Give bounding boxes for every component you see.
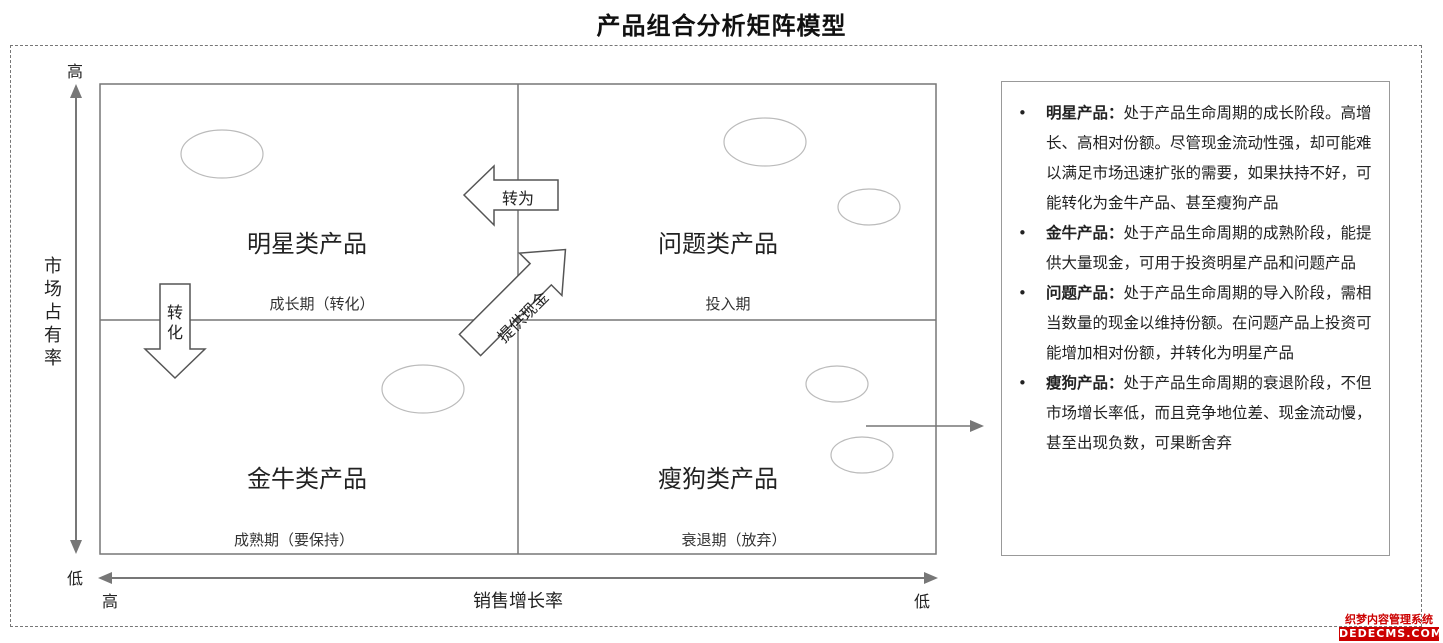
bullet-icon: •	[1018, 104, 1027, 122]
description-heading: 瘦狗产品：	[1046, 374, 1124, 392]
product-bubble	[180, 129, 264, 179]
description-heading: 金牛产品：	[1046, 224, 1124, 242]
connector-arrow-head-icon	[970, 420, 984, 432]
quadrant-star-title: 明星类产品	[247, 230, 367, 258]
quadrant-question-stage: 投入期	[705, 295, 751, 313]
description-text: 处于产品生命周期的衰退阶段，不但市场增长率低，而且竞争地位差、现金流动慢，甚至出…	[1046, 374, 1372, 452]
watermark: 织梦内容管理系统 DEDECMS.COM	[1339, 613, 1443, 641]
y-axis-title: 市场占有率	[44, 256, 62, 369]
product-bubble	[830, 436, 894, 474]
y-axis-arrow-down-icon	[70, 540, 82, 554]
watermark-line1: 织梦内容管理系统	[1345, 613, 1433, 626]
description-item-question: • 问题产品：处于产品生命周期的导入阶段，需相当数量的现金以维持份额。在问题产品上…	[1018, 278, 1375, 368]
watermark-line2: DEDECMS.COM	[1339, 627, 1443, 641]
description-heading: 问题产品：	[1046, 284, 1124, 302]
description-text: 处于产品生命周期的成长阶段。高增长、高相对份额。尽管现金流动性强，却可能难以满足…	[1046, 104, 1372, 212]
outer-dashed-frame	[10, 45, 1422, 627]
convert-down-arrow-icon	[143, 283, 207, 380]
y-axis-arrow-up-icon	[70, 84, 82, 98]
convert-left-arrow-icon	[462, 164, 559, 227]
product-bubble	[723, 117, 807, 167]
description-item-dog: • 瘦狗产品：处于产品生命周期的衰退阶段，不但市场增长率低，而且竞争地位差、现金流…	[1018, 368, 1375, 458]
x-axis-low-label: 低	[914, 592, 931, 611]
y-axis-high-label: 高	[67, 62, 84, 81]
x-axis-high-label: 高	[102, 592, 119, 611]
bullet-icon: •	[1018, 224, 1027, 242]
quadrant-dog-title: 瘦狗类产品	[658, 465, 778, 493]
bullet-icon: •	[1018, 374, 1027, 392]
description-list: • 明星产品：处于产品生命周期的成长阶段。高增长、高相对份额。尽管现金流动性强，却…	[1018, 98, 1375, 458]
convert-left-label: 转为	[502, 189, 535, 208]
x-axis-title: 销售增长率	[473, 591, 563, 612]
description-heading: 明星产品：	[1046, 104, 1124, 122]
quadrant-dog-stage: 衰退期（放弃）	[681, 531, 787, 549]
quadrant-question-title: 问题类产品	[658, 230, 778, 258]
description-text: 处于产品生命周期的导入阶段，需相当数量的现金以维持份额。在问题产品上投资可能增加…	[1046, 284, 1372, 362]
y-axis-low-label: 低	[67, 569, 84, 588]
description-panel: • 明星产品：处于产品生命周期的成长阶段。高增长、高相对份额。尽管现金流动性强，却…	[1001, 81, 1390, 556]
quadrant-star-stage: 成长期（转化）	[269, 295, 375, 313]
description-item-star: • 明星产品：处于产品生命周期的成长阶段。高增长、高相对份额。尽管现金流动性强，却…	[1018, 98, 1375, 218]
quadrant-cashcow-title: 金牛类产品	[247, 465, 367, 493]
description-text: 处于产品生命周期的成熟阶段，能提供大量现金，可用于投资明星产品和问题产品	[1046, 224, 1372, 272]
quadrant-cashcow-stage: 成熟期（要保持）	[233, 531, 354, 549]
product-bubble	[805, 365, 869, 403]
convert-down-label: 转化	[166, 303, 183, 342]
page-title: 产品组合分析矩阵模型	[596, 12, 847, 40]
product-bubble	[381, 364, 465, 414]
x-axis-arrow-left-icon	[98, 572, 112, 584]
bullet-icon: •	[1018, 284, 1027, 302]
x-axis-arrow-right-icon	[924, 572, 938, 584]
product-bubble	[837, 188, 901, 226]
provide-cash-arrow-icon	[458, 248, 567, 357]
description-item-cashcow: • 金牛产品：处于产品生命周期的成熟阶段，能提供大量现金，可用于投资明星产品和问题…	[1018, 218, 1375, 278]
